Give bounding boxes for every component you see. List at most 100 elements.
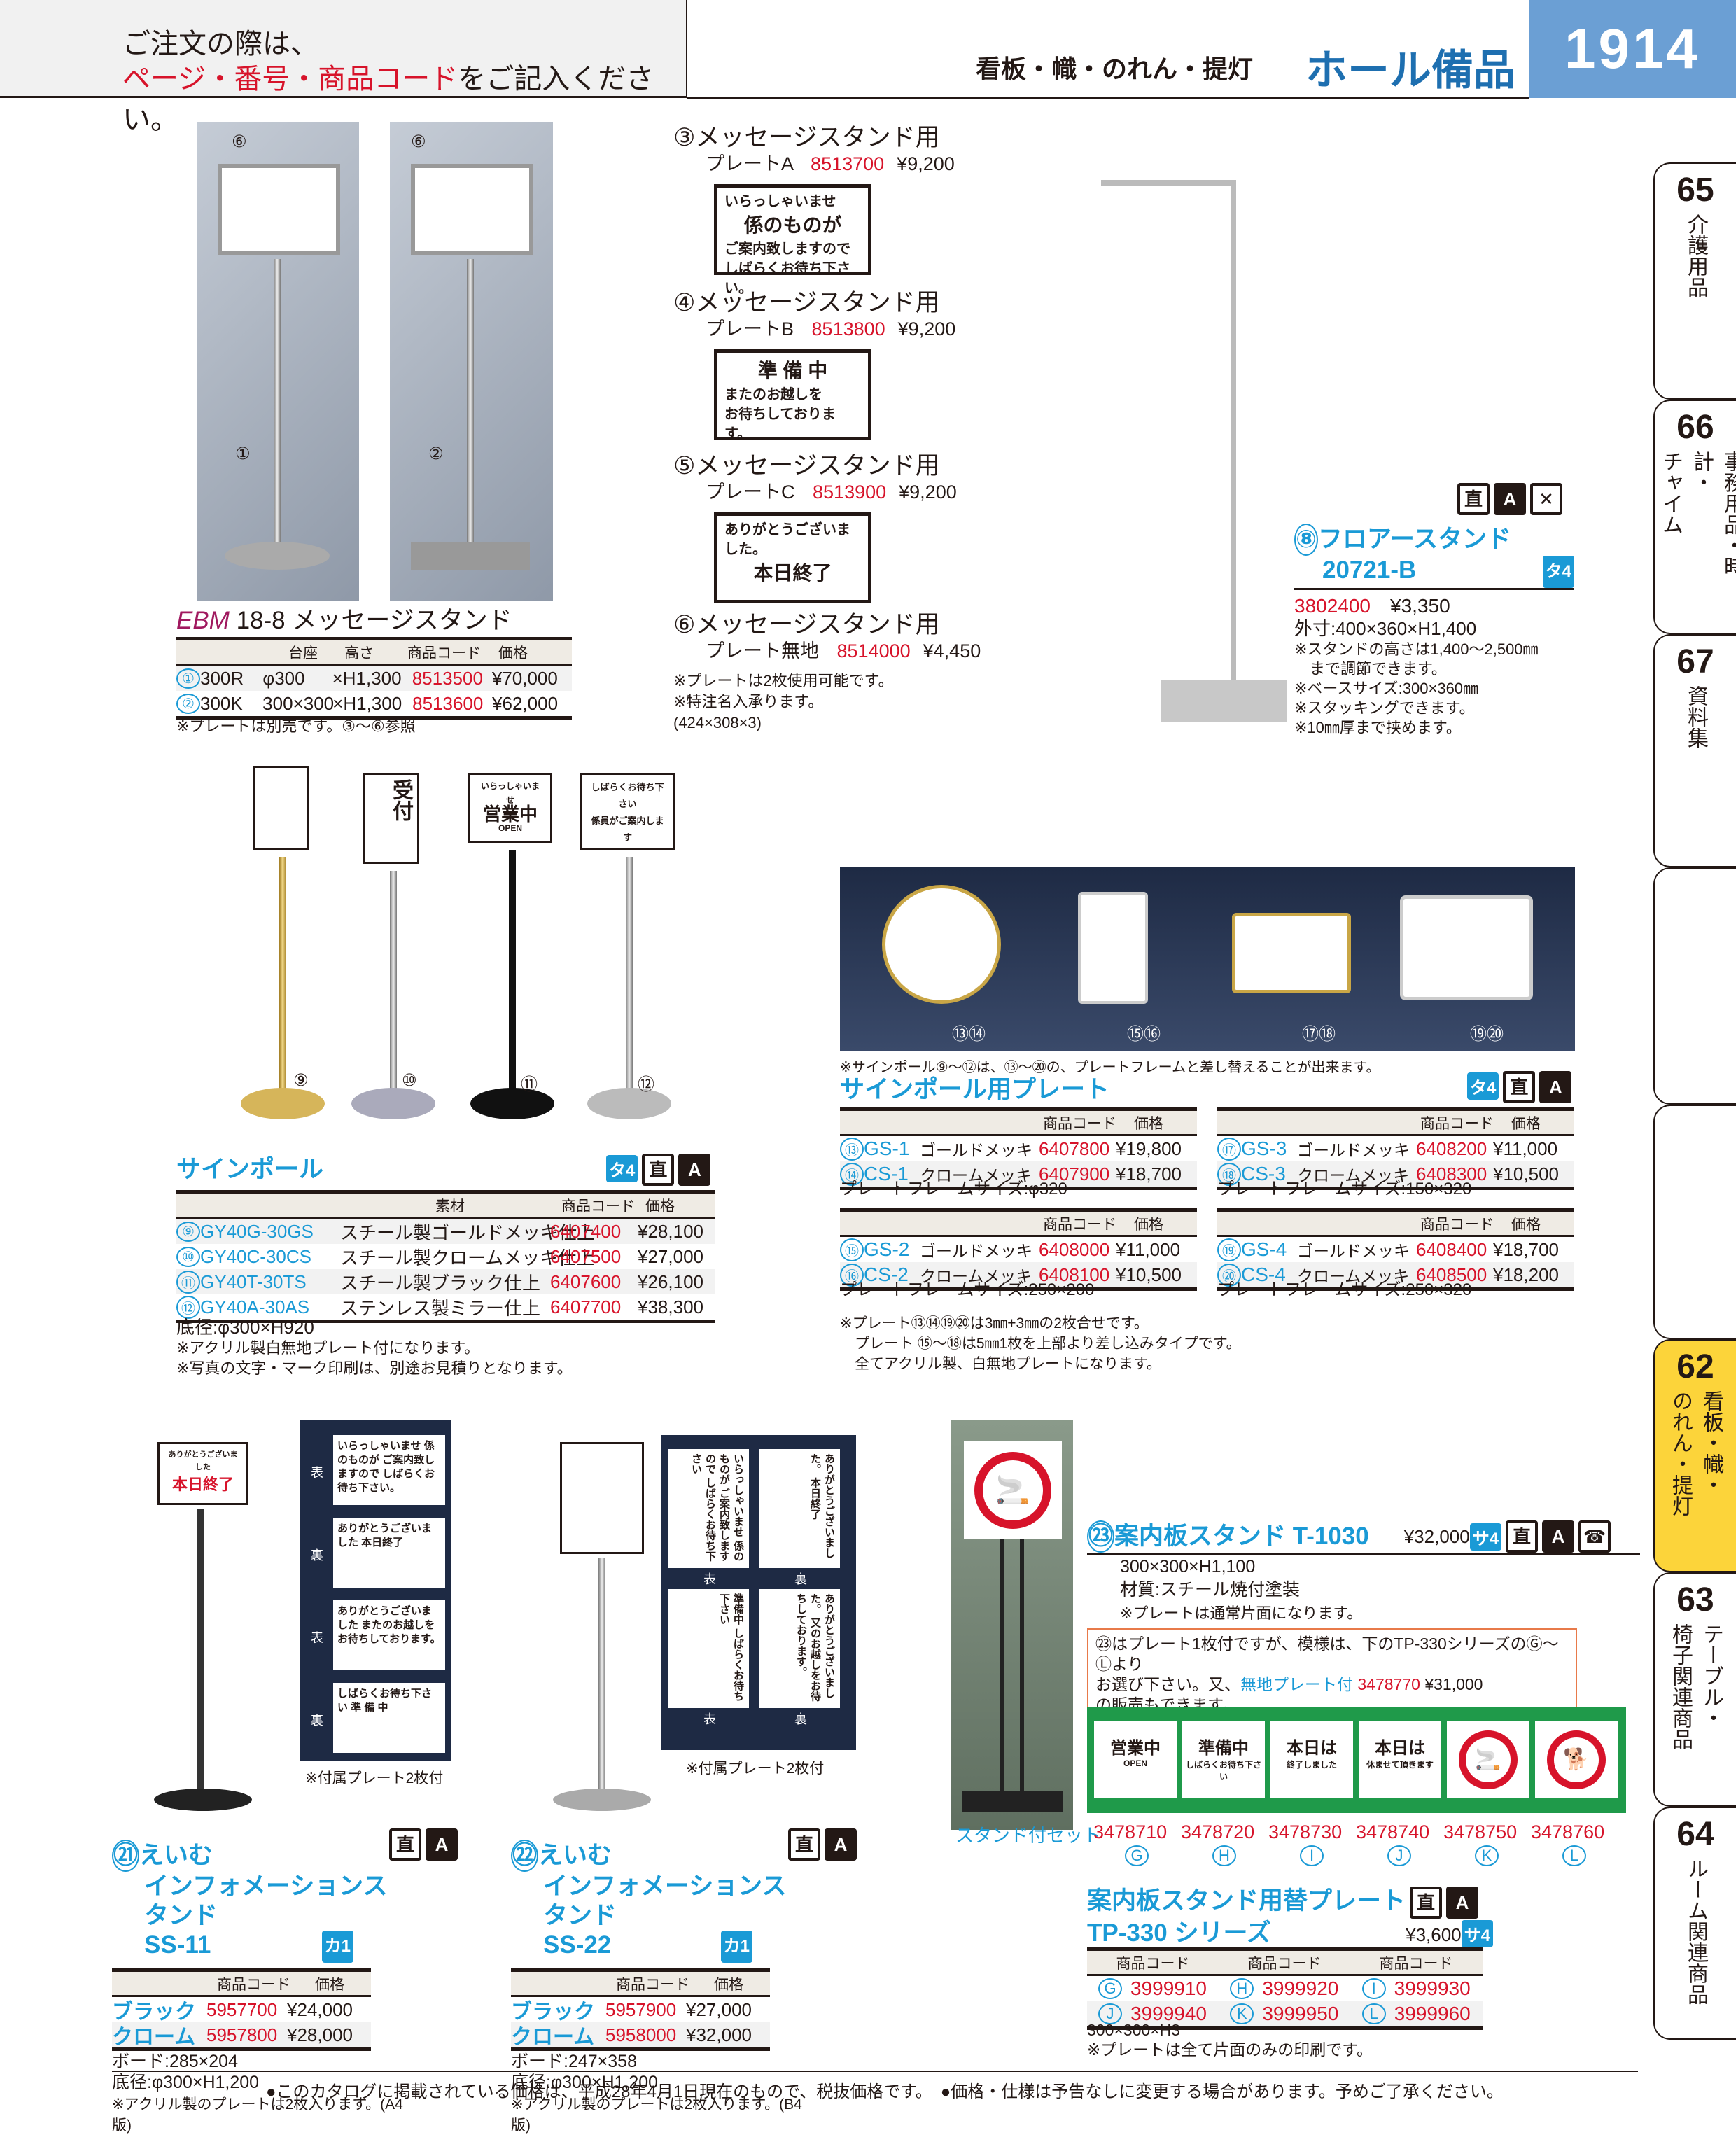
set-label: スタンド付セット bbox=[955, 1825, 1102, 1846]
cell-code: 6407700 bbox=[550, 1296, 622, 1317]
frame-size: プレートフレームサイズ:250×320 bbox=[1217, 1280, 1472, 1299]
model: CS-1 bbox=[864, 1163, 909, 1184]
product-code: 6408000 bbox=[1039, 1238, 1110, 1260]
pole bbox=[626, 857, 633, 1095]
item-number: ⑰ bbox=[1217, 1137, 1241, 1161]
note: プレート ⑮～⑱は5㎜1枚を上部より差し込みタイプです。 bbox=[840, 1336, 1241, 1352]
price: ¥10,500 bbox=[1493, 1163, 1559, 1184]
base bbox=[225, 542, 330, 570]
col-header: 商品コード bbox=[1379, 1955, 1453, 1972]
cell-code: 6407500 bbox=[550, 1245, 622, 1267]
order-note-box: ご注文の際は、 ページ・番号・商品コードをご記入ください。 bbox=[0, 0, 687, 135]
product-code: 3999950 bbox=[1262, 2003, 1339, 2024]
truck-icon: A bbox=[1539, 1071, 1572, 1103]
cell-price: ¥70,000 bbox=[491, 667, 558, 689]
cell-price: ¥27,000 bbox=[638, 1245, 704, 1267]
info-line: ㉓はプレート1枚付ですが、模様は、下のTP-330シリーズのⒼ～Ⓛより bbox=[1096, 1634, 1559, 1673]
pole-sign-9 bbox=[253, 766, 309, 850]
table-header: 商品コード価格 bbox=[1217, 1212, 1574, 1237]
model: CS-2 bbox=[864, 1264, 909, 1285]
col-header: 価格 bbox=[1134, 1115, 1163, 1132]
signpole-title: サインポール bbox=[176, 1156, 324, 1183]
floor-stand-photo bbox=[1098, 176, 1287, 722]
set-code: 3478720 bbox=[1181, 1821, 1255, 1842]
table-header: 商品コード価格 bbox=[112, 1972, 371, 1997]
no-pets-plate: 🐕 bbox=[1535, 1721, 1618, 1798]
col-header: 商品コード bbox=[1247, 1955, 1322, 1972]
photo-label: ⑥ bbox=[232, 132, 247, 151]
cell-material: スチール製ゴールドメッキ仕上 bbox=[340, 1222, 596, 1243]
product-code: 5957700 bbox=[206, 1998, 278, 2020]
base bbox=[962, 1791, 1063, 1812]
caption: ※付属プレート2枚付 bbox=[305, 1770, 444, 1786]
letter: I bbox=[1362, 1978, 1386, 1999]
price: ¥32,000 bbox=[686, 2024, 752, 2045]
panel-side: 表 bbox=[704, 1572, 716, 1586]
spec: ※スタンドの高さは1,400～2,500㎜ bbox=[1294, 640, 1539, 658]
letter: K bbox=[1230, 2003, 1254, 2024]
table-header: 商品コード 価格 bbox=[840, 1111, 1197, 1136]
base bbox=[351, 1088, 435, 1119]
sign-text: しばらくお待ち下さい bbox=[591, 782, 664, 809]
letter: G bbox=[1098, 1978, 1122, 1999]
truck-icon: A bbox=[1446, 1886, 1479, 1919]
panel-side: 表 bbox=[704, 1712, 716, 1726]
t1030-title: ㉓案内板スタンド T-1030 bbox=[1087, 1520, 1369, 1553]
price: ¥24,000 bbox=[287, 1998, 353, 2020]
col-header: 商品コード bbox=[407, 645, 481, 662]
direct-delivery-icon: 直 bbox=[1503, 1071, 1536, 1103]
plate-title: ③メッセージスタンド用 bbox=[673, 124, 940, 151]
plate-price-row: プレートA 8513700¥9,200 bbox=[673, 153, 955, 176]
plate-text: 本日は bbox=[1287, 1739, 1337, 1758]
item-number: ⑯ bbox=[840, 1263, 864, 1287]
plate-title: ④メッセージスタンド用 bbox=[673, 289, 940, 316]
cell-base: 300×300 bbox=[262, 692, 335, 714]
spec: 材質:スチール焼付塗装 bbox=[1120, 1580, 1300, 1600]
note: ※プレート⑬⑭⑲⑳は3㎜+3㎜の2枚合せです。 bbox=[840, 1315, 1149, 1331]
large-plate bbox=[1400, 895, 1533, 1000]
product-code: 3999930 bbox=[1394, 1977, 1471, 1999]
name: えいむ bbox=[538, 1842, 612, 1869]
col-header: 価格 bbox=[1511, 1115, 1541, 1132]
chapter-tab[interactable] bbox=[1653, 867, 1736, 1105]
col-header: 商品コード bbox=[1043, 1115, 1116, 1132]
ss22-photo bbox=[546, 1442, 665, 1820]
panel-side: 裏 bbox=[311, 1548, 323, 1562]
product-code: 6408400 bbox=[1416, 1238, 1488, 1260]
plate-price-row: プレート無地 8514000¥4,450 bbox=[673, 640, 981, 663]
note: ※アクリル製白無地プレート付になります。 bbox=[176, 1339, 480, 1357]
sign: 🚬 bbox=[964, 1441, 1062, 1539]
sign-text: しばらくお待ち下さい。 bbox=[724, 261, 850, 296]
tab-label: 事務用品・時計・チャイム bbox=[1655, 451, 1736, 612]
plate-text: 休ませて頂きます bbox=[1366, 1760, 1434, 1770]
chapter-tab[interactable] bbox=[1653, 1105, 1736, 1339]
direct-delivery-icon: 直 bbox=[1410, 1886, 1443, 1919]
sign-text: お待ちしております。 bbox=[724, 407, 836, 442]
direct-delivery-icon: 直 bbox=[1506, 1520, 1539, 1553]
tab-label-line: 事務用品・時計・ bbox=[1690, 451, 1736, 577]
col-header: 価格 bbox=[1511, 1216, 1541, 1233]
plate-title: ⑤メッセージスタンド用 bbox=[673, 452, 940, 479]
truck-icon: A bbox=[1494, 483, 1526, 515]
photo-label: ② bbox=[428, 444, 444, 463]
col-header: 価格 bbox=[315, 1976, 344, 1993]
sign-text: いらっしゃいませ bbox=[480, 781, 540, 805]
